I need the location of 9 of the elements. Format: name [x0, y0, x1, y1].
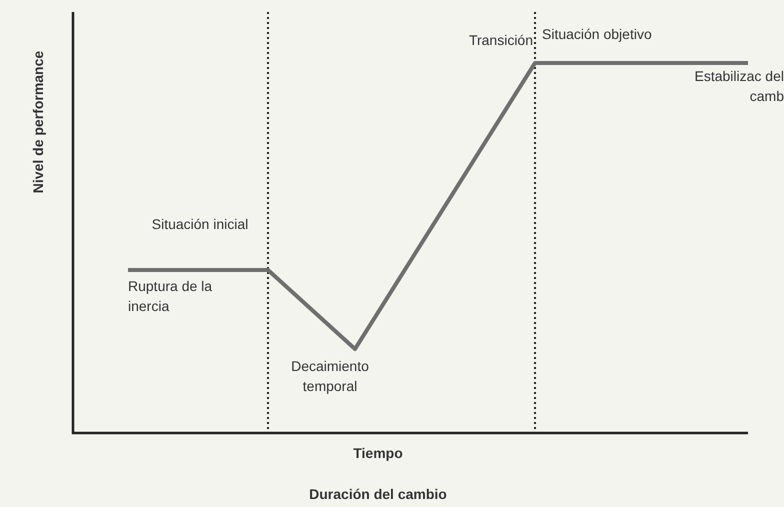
phase-label: Decaimiento temporal — [290, 357, 370, 396]
phase-label: Estabilizac del camb — [694, 67, 784, 106]
axis-title: Nivel de performance — [29, 50, 47, 196]
phase-label: Situación objetivo — [542, 25, 653, 44]
axis-title: Tiempo — [352, 444, 404, 463]
axis-title: Duración del cambio — [308, 485, 448, 504]
phase-label: Ruptura de la inercia — [128, 277, 214, 316]
phase-label: Transición — [468, 31, 533, 50]
phase-label: Situación inicial — [150, 215, 250, 234]
